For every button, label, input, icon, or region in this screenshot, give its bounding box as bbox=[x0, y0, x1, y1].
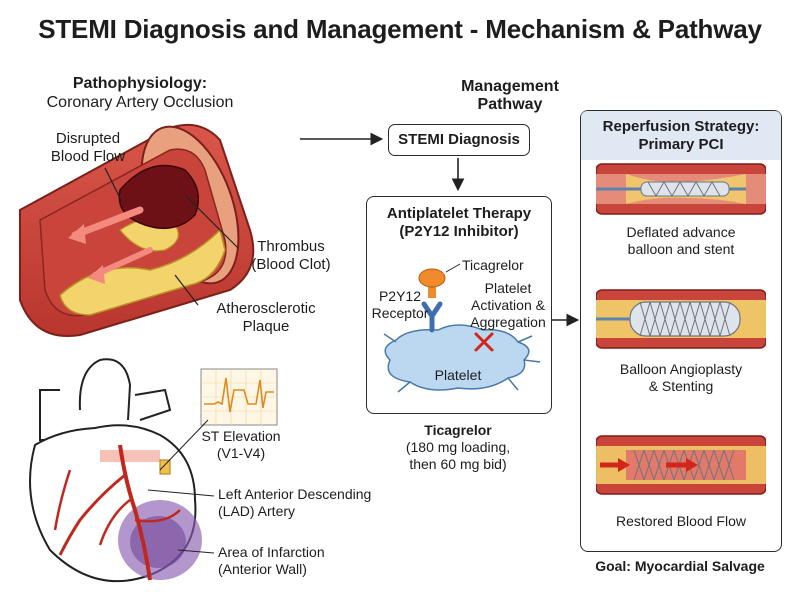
coronary-branch bbox=[53, 469, 72, 531]
leader-line bbox=[174, 274, 199, 306]
stent-mesh bbox=[647, 180, 721, 198]
patho-heading: Pathophysiology: bbox=[72, 75, 208, 92]
pci-step2-label: Balloon Angioplasty & Stenting bbox=[590, 361, 772, 395]
vessel-outline bbox=[134, 388, 172, 421]
reperfusion-header: Reperfusion Strategy: Primary PCI bbox=[581, 111, 781, 160]
thrombus-line1: Thrombus bbox=[257, 238, 325, 255]
thrombus-line2: (Blood Clot) bbox=[251, 256, 331, 273]
flow-arrowhead bbox=[68, 224, 86, 244]
antiplatelet-line2: (P2Y12 Inhibitor) bbox=[399, 223, 519, 240]
leader-line bbox=[445, 263, 461, 273]
occlusion-marker bbox=[159, 459, 171, 475]
aorta-outline bbox=[78, 358, 132, 421]
disrupted-flow-line2: Blood Flow bbox=[50, 148, 126, 165]
dose-title: Ticagrelor bbox=[424, 422, 492, 438]
thrombus-label: Thrombus (Blood Clot) bbox=[236, 238, 346, 274]
pci-step2-line1: Balloon Angioplasty bbox=[619, 361, 743, 377]
leader-line bbox=[104, 167, 123, 203]
deflated-stent bbox=[640, 181, 730, 197]
flow-arrowhead bbox=[686, 458, 698, 472]
flow-arrowhead bbox=[618, 458, 630, 472]
infarct-label: Area of Infarction (Anterior Wall) bbox=[218, 544, 378, 578]
stent-mesh bbox=[639, 301, 731, 337]
plaque-line2: Plaque bbox=[242, 318, 290, 335]
pci-step2-line2: & Stenting bbox=[648, 378, 714, 394]
platelet-label: Platelet bbox=[434, 367, 482, 383]
p2y12-receptor bbox=[421, 301, 443, 333]
management-heading: Management Pathway bbox=[461, 78, 559, 113]
inhibition-x-icon bbox=[474, 332, 494, 352]
vessel-outline bbox=[39, 389, 60, 441]
flow-arrow bbox=[92, 247, 153, 278]
ecg-strip bbox=[200, 368, 278, 426]
platelet-pseudopods bbox=[383, 333, 541, 393]
pci-step1-vessel bbox=[596, 163, 766, 215]
artery-cross-section bbox=[19, 124, 255, 337]
pci-step1-line2: balloon and stent bbox=[627, 241, 735, 257]
receptor-label: P2Y12 Receptor bbox=[368, 288, 432, 322]
plaque-label: Atherosclerotic Plaque bbox=[196, 300, 336, 336]
infarct-line1: Area of Infarction bbox=[218, 544, 325, 560]
receptor-line1: P2Y12 bbox=[378, 288, 422, 304]
lad-line2: (LAD) Artery bbox=[218, 503, 296, 519]
occlusion-band bbox=[100, 450, 160, 462]
patho-heading-block: Pathophysiology: Coronary Artery Occlusi… bbox=[20, 74, 260, 112]
leader-line bbox=[184, 194, 239, 249]
pci-step1-line1: Deflated advance bbox=[626, 224, 736, 240]
pci-step1-label: Deflated advance balloon and stent bbox=[590, 224, 772, 258]
pci-step2-vessel bbox=[596, 289, 766, 349]
dose-line1: (180 mg loading, bbox=[405, 439, 511, 455]
st-elevation-line1: ST Elevation bbox=[201, 428, 281, 444]
ticagrelor-stem bbox=[428, 280, 436, 298]
st-elevation-line2: (V1-V4) bbox=[216, 445, 266, 461]
ecg-trace bbox=[204, 377, 274, 413]
activation-line3: Aggregation bbox=[470, 314, 546, 330]
pci-step3-label: Restored Blood Flow bbox=[616, 513, 746, 529]
flow-arrowhead bbox=[88, 265, 105, 284]
infarct-line2: (Anterior Wall) bbox=[218, 561, 307, 577]
lad-line1: Left Anterior Descending bbox=[218, 486, 372, 502]
coronary-branch bbox=[134, 509, 181, 523]
reperfusion-heading-line2: Primary PCI bbox=[638, 136, 724, 153]
dose-line2: then 60 mg bid) bbox=[409, 456, 507, 472]
ticagrelor-molecule-label: Ticagrelor bbox=[462, 257, 524, 273]
antiplatelet-title: Antiplatelet Therapy (P2Y12 Inhibitor) bbox=[367, 205, 551, 241]
disrupted-flow-line1: Disrupted bbox=[55, 130, 121, 147]
flow-arrow bbox=[71, 206, 144, 239]
activation-line1: Platelet bbox=[484, 280, 532, 296]
page-title: STEMI Diagnosis and Management - Mechani… bbox=[38, 14, 762, 44]
platelet-body bbox=[384, 324, 530, 391]
antiplatelet-line1: Antiplatelet Therapy bbox=[386, 205, 532, 222]
platelet-illustration bbox=[383, 263, 541, 393]
activation-label: Platelet Activation & Aggregation bbox=[466, 280, 550, 331]
receptor-line2: Receptor bbox=[371, 305, 429, 321]
activation-line2: Activation & bbox=[471, 297, 545, 313]
reperfusion-heading-line1: Reperfusion Strategy: bbox=[602, 118, 760, 135]
stemi-diagnosis-box: STEMI Diagnosis bbox=[388, 124, 530, 156]
pci-step3-vessel bbox=[596, 435, 766, 495]
disrupted-flow-label: Disrupted Blood Flow bbox=[38, 130, 138, 166]
ticagrelor-molecule bbox=[418, 268, 446, 288]
plaque-line1: Atherosclerotic bbox=[216, 300, 316, 317]
dose-block: Ticagrelor (180 mg loading, then 60 mg b… bbox=[388, 422, 528, 473]
heart-illustration bbox=[29, 358, 202, 583]
coronary-branch bbox=[58, 473, 126, 556]
patho-subheading: Coronary Artery Occlusion bbox=[46, 94, 234, 111]
st-elevation-label: ST Elevation (V1-V4) bbox=[196, 428, 286, 462]
goal-label: Goal: Myocardial Salvage bbox=[595, 558, 765, 574]
lad-label: Left Anterior Descending (LAD) Artery bbox=[218, 486, 398, 520]
coronary-branch bbox=[98, 499, 131, 546]
lad-artery bbox=[118, 444, 152, 581]
